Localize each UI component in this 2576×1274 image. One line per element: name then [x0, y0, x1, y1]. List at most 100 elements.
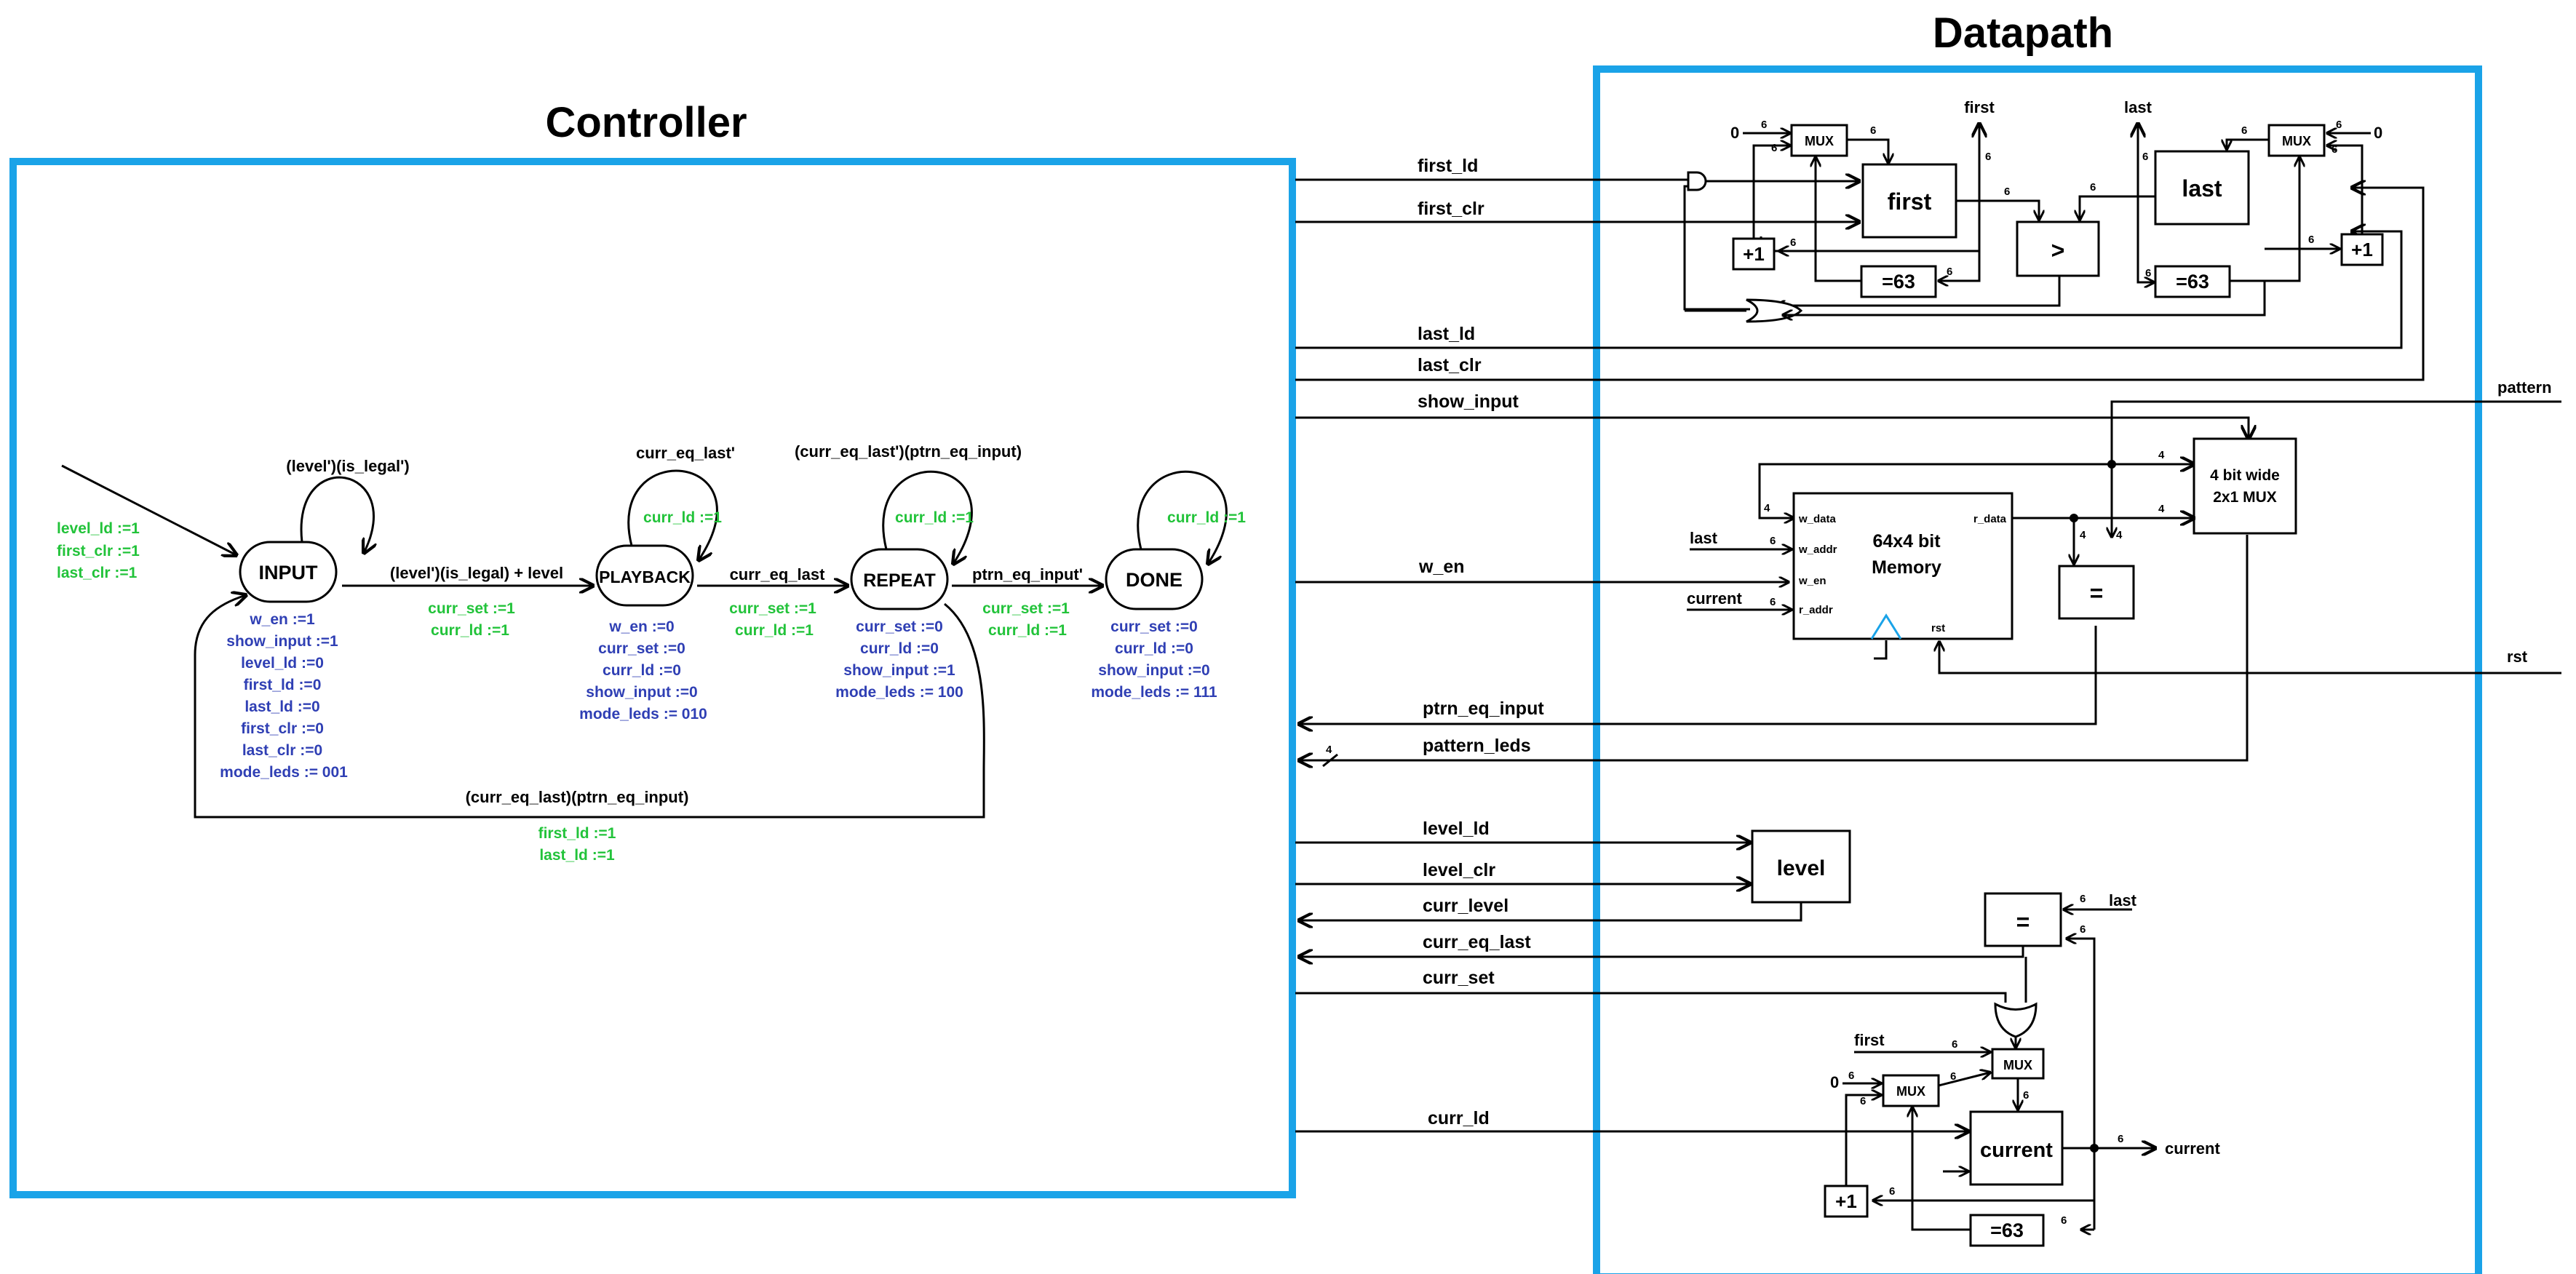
wire-curr-eq-last	[1299, 946, 2024, 957]
input-to-playback-action: curr_set :=1	[428, 600, 515, 617]
initial-actions: level_ld :=1 first_clr :=1 last_clr :=1	[57, 520, 140, 581]
signal-ptrn-eq-input: ptrn_eq_input	[1423, 698, 1544, 719]
repeat-self-cond: (curr_eq_last')(ptrn_eq_input)	[795, 442, 1022, 461]
current-mux-left	[1882, 1074, 1940, 1107]
signal-curr-ld: curr_ld	[1428, 1108, 1490, 1128]
playback-to-repeat-action: curr_ld :=1	[735, 622, 814, 639]
wire-show-input	[1295, 416, 2249, 439]
first-plus1-label: +1	[1743, 243, 1765, 265]
current-register	[1969, 1110, 2064, 1186]
state-done[interactable]	[1105, 548, 1204, 610]
input-outputs: w_en :=1 show_input :=1 level_ld :=0 fir…	[220, 611, 348, 781]
state-output: show_input :=0	[1098, 662, 1209, 679]
memory-port-label: w_addr	[1798, 544, 1837, 556]
first-plus1	[1732, 237, 1776, 271]
playback-self-cond: curr_eq_last'	[636, 444, 735, 462]
memory-input-label: last	[1690, 529, 1718, 547]
wire-pattern-in	[2110, 400, 2561, 464]
last-mux-label: MUX	[2282, 134, 2311, 148]
repeat-to-done-action: curr_ld :=1	[988, 622, 1067, 639]
bus-width-label: 4	[1326, 744, 1332, 756]
done-self-action: curr_ld :=1	[1167, 509, 1246, 526]
wire-first-out	[1956, 124, 1979, 202]
state-output: last_ld :=0	[245, 698, 319, 715]
current-mux-top-label: MUX	[2003, 1058, 2032, 1072]
initial-action: last_clr :=1	[57, 565, 138, 581]
bus-width-label: 6	[1950, 1070, 1956, 1083]
bus-width-label: 6	[2080, 893, 2086, 905]
current-mux-top	[1991, 1048, 2045, 1080]
wire-plus1-to-cmux	[1845, 1095, 1881, 1186]
repeat-self-action: curr_ld :=1	[895, 509, 974, 526]
bus-width-label: 4	[2158, 449, 2165, 461]
state-output: show_input :=1	[226, 633, 338, 650]
first-register	[1861, 163, 1957, 239]
wire-last-eq63-to-or	[1783, 281, 2266, 315]
bus-width-label: 6	[2241, 124, 2247, 137]
memory-label: 64x4 bit	[1872, 531, 1941, 552]
bus-width-label: 4	[2116, 529, 2123, 541]
memory-input-label: current	[1687, 589, 1742, 608]
wire-pattern-to-wdata	[1758, 463, 2112, 518]
repeat-outputs: curr_set :=0 curr_ld :=0 show_input :=1 …	[835, 618, 963, 701]
pattern-mux	[2193, 437, 2297, 535]
signal-w-en: w_en	[1418, 557, 1465, 577]
repeat-to-input-arrow	[194, 595, 985, 819]
current-eq63-label: =63	[1990, 1219, 2024, 1241]
state-playback-label: PLAYBACK	[599, 568, 691, 586]
last-eq63	[2154, 265, 2231, 298]
memory-label: Memory	[1872, 557, 1941, 578]
bus-width-label: 6	[2145, 267, 2151, 279]
signal-curr-eq-last: curr_eq_last	[1423, 932, 1531, 952]
state-output: curr_set :=0	[856, 618, 943, 635]
curr-eq-last-label: =	[2016, 909, 2030, 935]
state-output: w_en :=0	[608, 618, 674, 635]
input-rst-label: rst	[2507, 648, 2528, 666]
state-input[interactable]	[239, 541, 338, 603]
pattern-mux-label: 2x1 MUX	[2213, 489, 2277, 506]
last-eq63-label: =63	[2176, 271, 2209, 292]
wire-ptrn-eq-input	[1299, 626, 2097, 724]
first-gt-last-comparator	[2016, 220, 2100, 277]
pattern-memory	[1792, 492, 2014, 640]
bus-width-label: 6	[2090, 181, 2096, 194]
state-output: mode_leds := 001	[220, 764, 348, 781]
signal-show-input: show_input	[1418, 391, 1519, 412]
wire-rst	[1939, 642, 2561, 674]
bus-width-label: 4	[2080, 529, 2086, 541]
playback-outputs: w_en :=0 curr_set :=0 curr_ld :=0 show_i…	[579, 618, 707, 722]
wire-last-ld	[1295, 231, 2403, 349]
initial-action: level_ld :=1	[57, 520, 140, 537]
playback-self-loop	[627, 469, 718, 560]
last-mux	[2267, 124, 2326, 157]
repeat-to-done-action: curr_set :=1	[982, 600, 1070, 617]
comparator-label: >	[2051, 237, 2065, 263]
signal-first-ld: first_ld	[1418, 156, 1478, 176]
output-current-label: current	[2165, 1139, 2220, 1158]
first-eq63-label: =63	[1882, 271, 1915, 292]
repeat-to-input-action: last_ld :=1	[539, 847, 615, 864]
first-mux-label: MUX	[1805, 134, 1834, 148]
bus-width-label: 6	[2331, 143, 2337, 156]
bus-width-label: 6	[1848, 1070, 1854, 1082]
state-playback[interactable]	[595, 544, 694, 607]
playback-to-repeat-cond: curr_eq_last	[730, 565, 826, 584]
curr-or-gate	[1994, 1002, 2038, 1038]
signal-level-ld: level_ld	[1423, 819, 1490, 839]
wire-mux-to-first	[1847, 138, 1888, 163]
bus-width-label: 6	[1870, 124, 1876, 137]
playback-to-repeat-action: curr_set :=1	[729, 600, 816, 617]
repeat-self-loop	[882, 470, 973, 564]
mux-const-zero: 0	[1830, 1073, 1839, 1091]
mux-input-first-label: first	[1854, 1031, 1885, 1049]
state-repeat-label: REPEAT	[863, 570, 936, 591]
signal-level-clr: level_clr	[1423, 860, 1495, 880]
state-output: last_clr :=0	[242, 742, 322, 759]
bus-width-label: 6	[2142, 151, 2148, 163]
controller-frame	[9, 158, 1296, 1198]
bus-width-label: 4	[1764, 502, 1770, 514]
wire-gate-feedback	[1683, 185, 1750, 311]
state-repeat[interactable]	[850, 548, 949, 610]
repeat-to-input-action: first_ld :=1	[538, 825, 616, 842]
